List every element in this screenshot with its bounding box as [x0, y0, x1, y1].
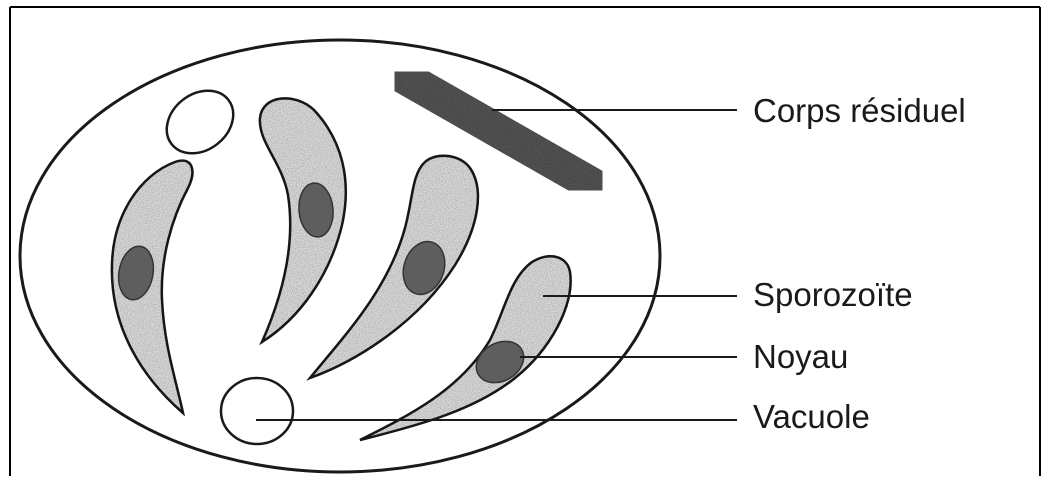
vacuole-upper: [154, 78, 245, 166]
label-residual-body: Corps résiduel: [753, 92, 966, 129]
label-vacuole: Vacuole: [753, 398, 870, 435]
sporozoite-left: [112, 161, 192, 413]
label-sporozoite: Sporozoïte: [753, 276, 913, 313]
label-nucleus: Noyau: [753, 338, 848, 375]
sporozoite-middle: [260, 98, 346, 342]
vacuole-lower: [221, 378, 293, 444]
